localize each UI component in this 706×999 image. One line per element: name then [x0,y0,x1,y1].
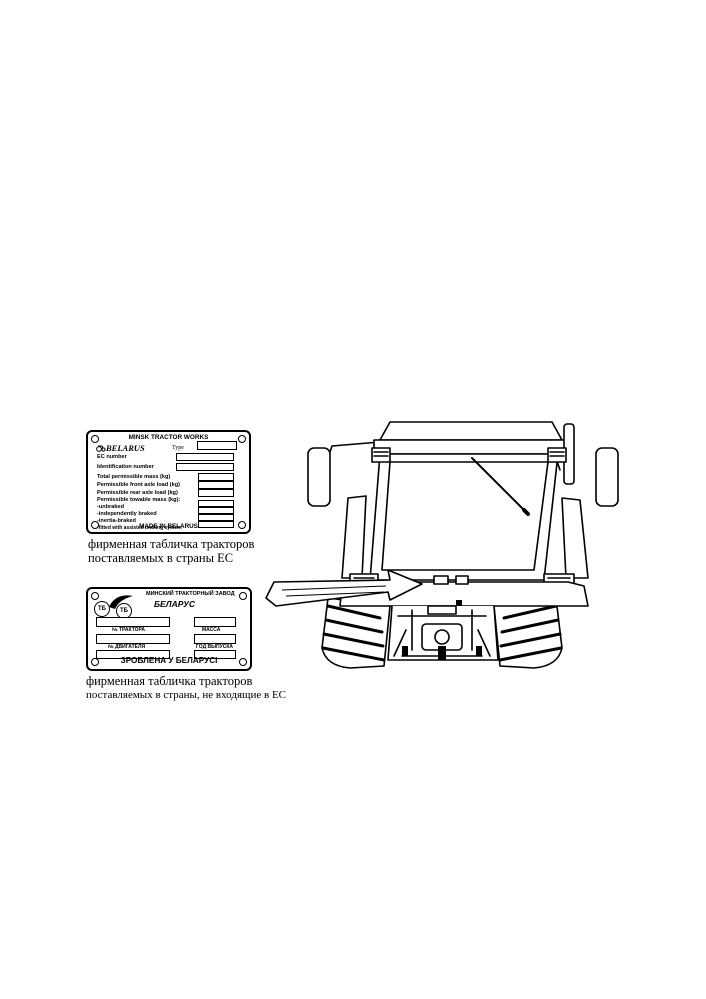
ec-plate-row: Permissible front axle load (kg) [97,482,180,488]
nonec-plate-brand: БЕЛАРУС [154,599,196,609]
left-front-tire [321,597,391,669]
tractor-number-label: № ТРАКТОРА [112,627,146,633]
caption-nonec-line2: поставляемых в страны, не входящие в ЕС [86,689,286,701]
mounting-hole [91,592,99,600]
inertia-braked-field [198,514,234,521]
tractor-logo-icon [96,445,106,452]
ec-plate-row: -unbraked [97,504,125,510]
ec-plate-type-label: Type [172,445,184,451]
ec-number-field [176,453,234,461]
tractor-front-view-illustration [265,421,619,669]
nonec-plate-header: МИНСКИЙ ТРАКТОРНЫЙ ЗАВОД [146,591,235,597]
extra-field [96,650,170,659]
ec-plate-row: Identification number [97,464,154,470]
mass-label: МАССА [202,627,221,633]
rear-axle-field [198,489,234,497]
assisted-braking-field [198,521,234,528]
front-axle-field [198,481,234,489]
ec-plate-row: -independently braked [97,511,157,517]
mounting-hole [239,658,247,666]
mounting-hole [238,435,246,443]
year-field [194,634,236,644]
plate-location-arrow [265,569,423,607]
identification-number-field [176,463,234,471]
independently-braked-field [198,507,234,514]
ec-plate-row: Permissible towable mass (kg): [97,497,181,503]
ec-plate-row: Total permissible mass (kg) [97,474,171,480]
mounting-hole [91,658,99,666]
mounting-hole [238,521,246,529]
right-front-tire [493,597,563,669]
mass-field [194,617,236,627]
engine-number-field [96,634,170,644]
non-ec-nameplate: ТБ 003 ТБ МИНСКИЙ ТРАКТОРНЫЙ ЗАВОД БЕЛАР… [86,587,252,671]
caption-ec: фирменная табличка тракторов поставляемы… [88,537,254,565]
ec-plate-row: -fitted with assisted braking system [97,525,182,531]
tractor-number-field [96,617,170,627]
ec-plate-header: MINSK TRACTOR WORKS [128,434,209,441]
ec-plate-row: EC number [97,454,127,460]
type-field [197,441,237,450]
engine-number-label: № ДВИГАТЕЛЯ [108,644,146,650]
mounting-hole [91,521,99,529]
year-label: ГОД ВЫПУСКА [196,644,234,650]
nonec-plate-footer: ЗРОБЛЕНА У БЕЛАРУСI [120,655,218,665]
ec-plate-row: -inertia-braked [97,518,136,524]
conformity-mark-icon: ТБ [94,601,110,617]
extra-field [194,650,236,659]
brand-swoosh-logo-icon [109,595,133,609]
mounting-hole [239,592,247,600]
caption-ec-line1: фирменная табличка тракторов [88,537,255,551]
ec-plate-footer: MADE IN BELARUS [139,522,198,530]
ec-nameplate: MINSK TRACTOR WORKS BELARUS Type EC numb… [86,430,251,534]
unbraked-field [198,500,234,507]
caption-ec-line2: поставляемых в страны ЕС [88,551,234,565]
ec-plate-brand: BELARUS [106,443,145,453]
total-mass-field [198,473,234,481]
mounting-hole [91,435,99,443]
ec-plate-row: Permissible rear axle load (kg) [97,490,178,496]
caption-nonec-line1: фирменная табличка тракторов [86,674,253,688]
chassis-dark-details [402,600,482,660]
